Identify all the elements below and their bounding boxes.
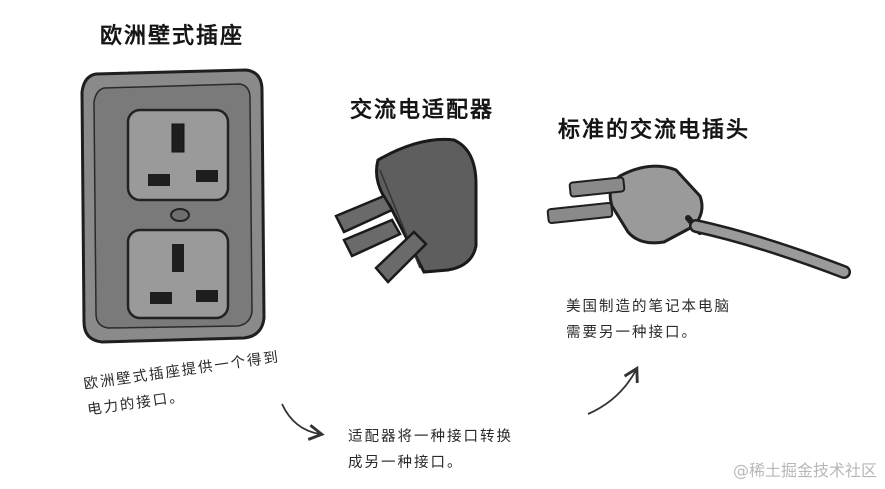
us-plug-label: 标准的交流电插头 [558, 118, 751, 143]
adapter-note: 适配器将一种接口转换 成另一种接口。 [348, 424, 513, 476]
us-device-note: 美国制造的笔记本电脑 需要另一种接口。 [566, 294, 731, 346]
us-device-note-line: 美国制造的笔记本电脑 [566, 299, 731, 315]
eu-wall-socket-icon [80, 68, 266, 344]
adapter-label: 交流电适配器 [350, 98, 495, 123]
watermark: @稀土掘金技术社区 [732, 461, 877, 480]
us-plug-icon [546, 164, 851, 279]
ac-adapter-icon [334, 137, 478, 284]
adapter-note-line: 适配器将一种接口转换 [348, 429, 513, 445]
curved-arrow-icon [281, 403, 325, 441]
eu-socket-label: 欧洲壁式插座 [100, 24, 245, 49]
curved-arrow-icon [587, 365, 639, 415]
adapter-note-line: 成另一种接口。 [348, 455, 464, 471]
us-device-note-line: 需要另一种接口。 [566, 325, 698, 341]
